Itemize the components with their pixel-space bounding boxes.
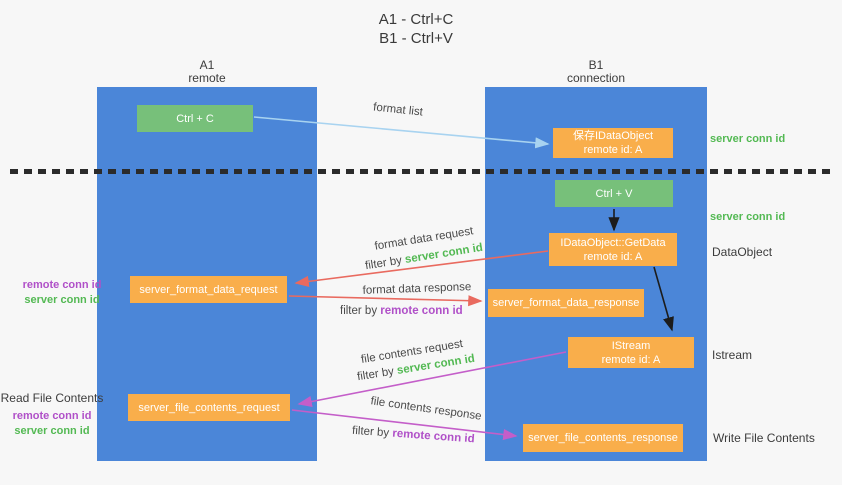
lane-b1-title: B1	[588, 58, 604, 72]
label-server-conn-id-mid: server conn id	[710, 211, 786, 223]
arrow-format-data-response	[288, 295, 483, 307]
flow-label-filter-4: filter by remote conn id	[351, 424, 475, 446]
node-server-file-contents-response: server_file_contents_response	[523, 424, 683, 452]
label-write-file-contents: Write File Contents	[713, 431, 815, 445]
node-idataobject-getdata: IDataObject::GetData remote id: A	[549, 233, 677, 266]
flow-label-format-list: format list	[372, 101, 424, 119]
filter-2-value: remote conn id	[380, 305, 463, 317]
node-istream-line2: remote id: A	[601, 353, 661, 366]
node-format-response-label: server_format_data_response	[492, 297, 640, 309]
title-line-2: B1 - Ctrl+V	[379, 30, 453, 47]
node-server-format-data-response: server_format_data_response	[488, 289, 644, 317]
lane-b1-subtitle: connection	[566, 71, 626, 85]
filter-2-prefix: filter by	[340, 305, 381, 317]
node-server-file-contents-request: server_file_contents_request	[128, 394, 290, 421]
left-label-group-file: Read File Contents remote conn id server…	[0, 391, 104, 439]
node-ctrl-c: Ctrl + C	[137, 105, 253, 132]
flow-label-file-contents-response: file contents response	[369, 395, 483, 423]
label-dataobject: DataObject	[712, 245, 773, 259]
diagram-title: A1 - Ctrl+C B1 - Ctrl+V	[316, 10, 516, 48]
session-divider-dotted-line	[10, 169, 832, 174]
node-save-idataobject: 保存IDataObject remote id: A	[553, 128, 673, 158]
lane-header-b1: B1 connection	[536, 59, 656, 85]
flow-label-format-data-response: format data response	[362, 281, 472, 297]
node-file-response-label: server_file_contents_response	[528, 432, 678, 444]
lane-header-a1: A1 remote	[147, 59, 267, 85]
filter-3-prefix: filter by	[356, 365, 398, 384]
node-ctrl-v: Ctrl + V	[555, 180, 673, 207]
label-remote-conn-id-2: remote conn id	[12, 410, 92, 422]
lane-a1-subtitle: remote	[188, 71, 226, 85]
label-istream: Istream	[712, 348, 753, 362]
title-line-1: A1 - Ctrl+C	[378, 11, 454, 28]
filter-1-prefix: filter by	[364, 254, 406, 273]
label-server-conn-id-2: server conn id	[14, 425, 90, 437]
node-file-request-label: server_file_contents_request	[138, 401, 280, 414]
node-save-idataobject-line2: remote id: A	[583, 144, 643, 156]
node-ctrl-v-label: Ctrl + V	[595, 187, 633, 200]
filter-4-prefix: filter by	[351, 424, 393, 440]
label-remote-conn-id-1: remote conn id	[22, 279, 102, 291]
node-server-format-data-request: server_format_data_request	[130, 276, 287, 303]
node-save-idataobject-line1: 保存IDataObject	[572, 130, 654, 142]
label-server-conn-id-top: server conn id	[710, 133, 786, 145]
label-server-conn-id-1: server conn id	[24, 294, 100, 306]
node-getdata-line2: remote id: A	[583, 250, 643, 263]
lane-a1-title: A1	[199, 58, 215, 72]
node-format-request-label: server_format_data_request	[139, 283, 278, 296]
filter-4-value: remote conn id	[391, 427, 475, 446]
node-getdata-line1: IDataObject::GetData	[560, 236, 666, 249]
label-read-file-contents: Read File Contents	[0, 391, 104, 405]
left-label-group-format: remote conn id server conn id	[8, 278, 116, 308]
flow-label-filter-2: filter by remote conn id	[340, 305, 463, 317]
node-istream: IStream remote id: A	[568, 337, 694, 368]
node-ctrl-c-label: Ctrl + C	[176, 112, 214, 125]
node-istream-line1: IStream	[611, 339, 651, 352]
